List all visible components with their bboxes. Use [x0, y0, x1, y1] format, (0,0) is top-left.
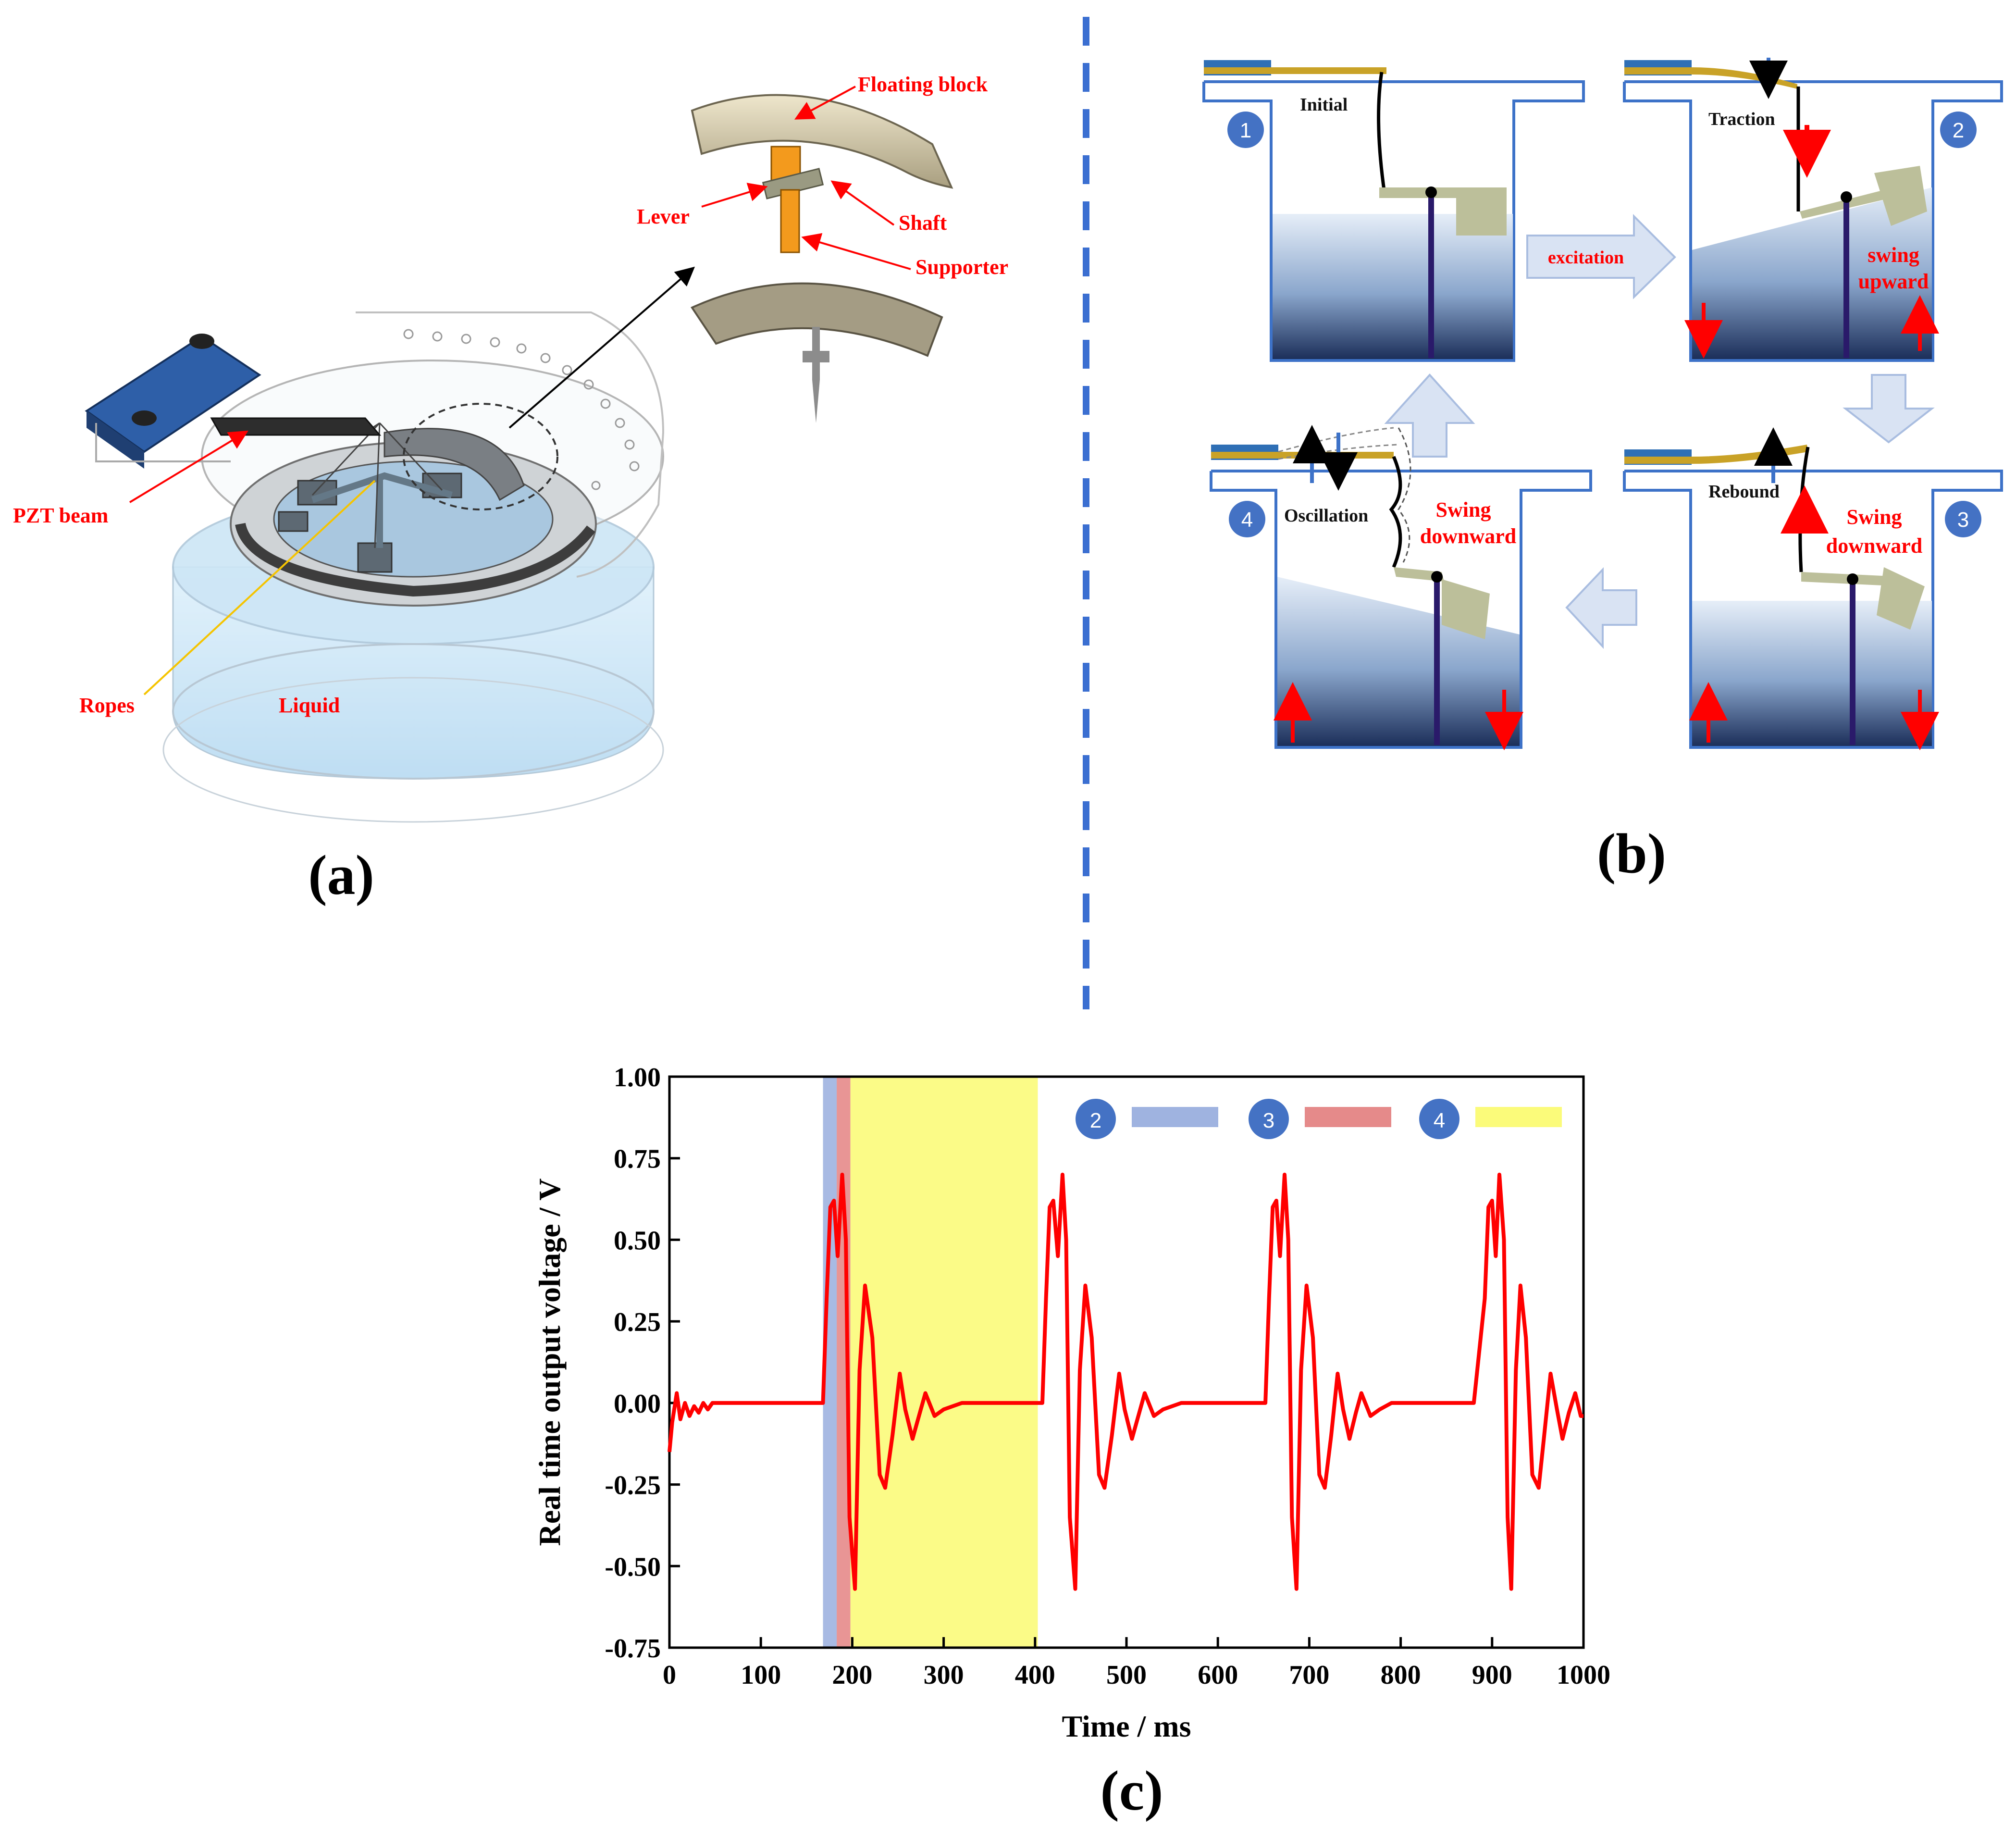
label-pzt-beam: PZT beam — [13, 504, 108, 527]
x-tick-label: 700 — [1289, 1660, 1329, 1690]
label-floating-block: Floating block — [858, 73, 988, 96]
step-1-title: Initial — [1300, 95, 1348, 115]
step-3-motion-line1: Swing — [1847, 505, 1902, 529]
step-2-diagram: 2 Traction swing upward — [1623, 58, 2003, 362]
x-axis-label: Time / ms — [1062, 1709, 1191, 1743]
step-4-motion-line1: Swing — [1436, 498, 1491, 522]
x-tick-label: 1000 — [1557, 1660, 1610, 1690]
x-tick-label: 100 — [741, 1660, 781, 1690]
legend-badge-text: 3 — [1263, 1109, 1274, 1132]
arrow-3-to-4 — [1565, 567, 1637, 649]
y-tick-label: 0.00 — [614, 1389, 661, 1419]
step-3-badge: 3 — [1957, 508, 1969, 532]
step-4-badge: 4 — [1241, 508, 1253, 532]
step-3-motion-line2: downward — [1826, 534, 1923, 558]
legend-badge-text: 4 — [1434, 1109, 1445, 1132]
y-tick-label: 0.25 — [614, 1307, 661, 1337]
step-2-title: Traction — [1708, 109, 1775, 129]
step-3-diagram: 3 Rebound Swing downward — [1623, 427, 2003, 750]
label-liquid: Liquid — [279, 694, 340, 717]
legend-badge-text: 2 — [1090, 1109, 1101, 1132]
step-2-motion-line1: swing — [1868, 243, 1919, 267]
x-tick-label: 0 — [663, 1660, 676, 1690]
x-tick-label: 800 — [1381, 1660, 1421, 1690]
x-tick-label: 900 — [1472, 1660, 1512, 1690]
x-tick-label: 600 — [1198, 1660, 1238, 1690]
step-3-title: Rebound — [1708, 482, 1780, 502]
highlight-band-step-4 — [850, 1077, 1038, 1648]
arrow-2-to-3 — [1843, 374, 1935, 444]
voltage-chart: 0 100 200 300 400 500 600 700 800 900 1000 -0.75 -0.… — [532, 1063, 1610, 1743]
panel-c-label: (c) — [1101, 1759, 1163, 1822]
step-4-motion-line2: downward — [1420, 524, 1517, 548]
device-illustration — [85, 311, 665, 823]
legend-badge-4 — [1419, 1099, 1459, 1139]
x-tick-label: 300 — [924, 1660, 964, 1690]
step-1-badge: 1 — [1240, 119, 1251, 142]
legend-swatch-3 — [1305, 1107, 1391, 1127]
label-ropes: Ropes — [79, 694, 135, 717]
y-tick-label: 0.75 — [614, 1144, 661, 1174]
label-lever: Lever — [637, 205, 690, 228]
legend-badge-3 — [1249, 1099, 1289, 1139]
legend-swatch-4 — [1475, 1107, 1562, 1127]
excitation-label: excitation — [1548, 248, 1624, 268]
y-tick-label: -0.50 — [605, 1552, 661, 1582]
x-tick-label: 400 — [1015, 1660, 1055, 1690]
panel-b: 1 Initial excitation 2 Traction s — [1202, 58, 2003, 885]
x-tick-label: 500 — [1106, 1660, 1147, 1690]
step-2-badge: 2 — [1953, 119, 1964, 142]
panel-a-labels: Floating block Lever Shaft Supporter PZT… — [13, 73, 1008, 717]
y-tick-label: 0.50 — [614, 1226, 661, 1255]
x-tick-label: 200 — [832, 1660, 872, 1690]
arrow-4-to-1 — [1384, 373, 1475, 458]
legend-swatch-2 — [1132, 1107, 1218, 1127]
y-axis-label: Real time output voltage / V — [532, 1179, 567, 1546]
label-shaft: Shaft — [899, 211, 947, 235]
step-2-motion-line2: upward — [1858, 270, 1929, 293]
panel-a: Floating block Lever Shaft Supporter PZT… — [13, 73, 1008, 907]
y-tick-label: -0.25 — [605, 1471, 661, 1501]
legend-badge-2 — [1076, 1099, 1116, 1139]
exploded-view — [508, 94, 953, 429]
plot-frame — [668, 1075, 1585, 1649]
y-tick-label: -0.75 — [605, 1634, 661, 1664]
step-4-diagram: 4 Oscillation Swing downward — [1210, 425, 1592, 750]
series-line — [668, 1172, 1583, 1591]
label-supporter: Supporter — [915, 255, 1008, 279]
step-4-title: Oscillation — [1284, 506, 1368, 526]
panel-b-label: (b) — [1597, 822, 1666, 885]
y-tick-label: 1.00 — [614, 1063, 661, 1093]
excitation-arrow: excitation — [1526, 214, 1676, 299]
step-1-diagram: 1 Initial — [1202, 60, 1585, 362]
panel-a-label: (a) — [308, 844, 374, 907]
